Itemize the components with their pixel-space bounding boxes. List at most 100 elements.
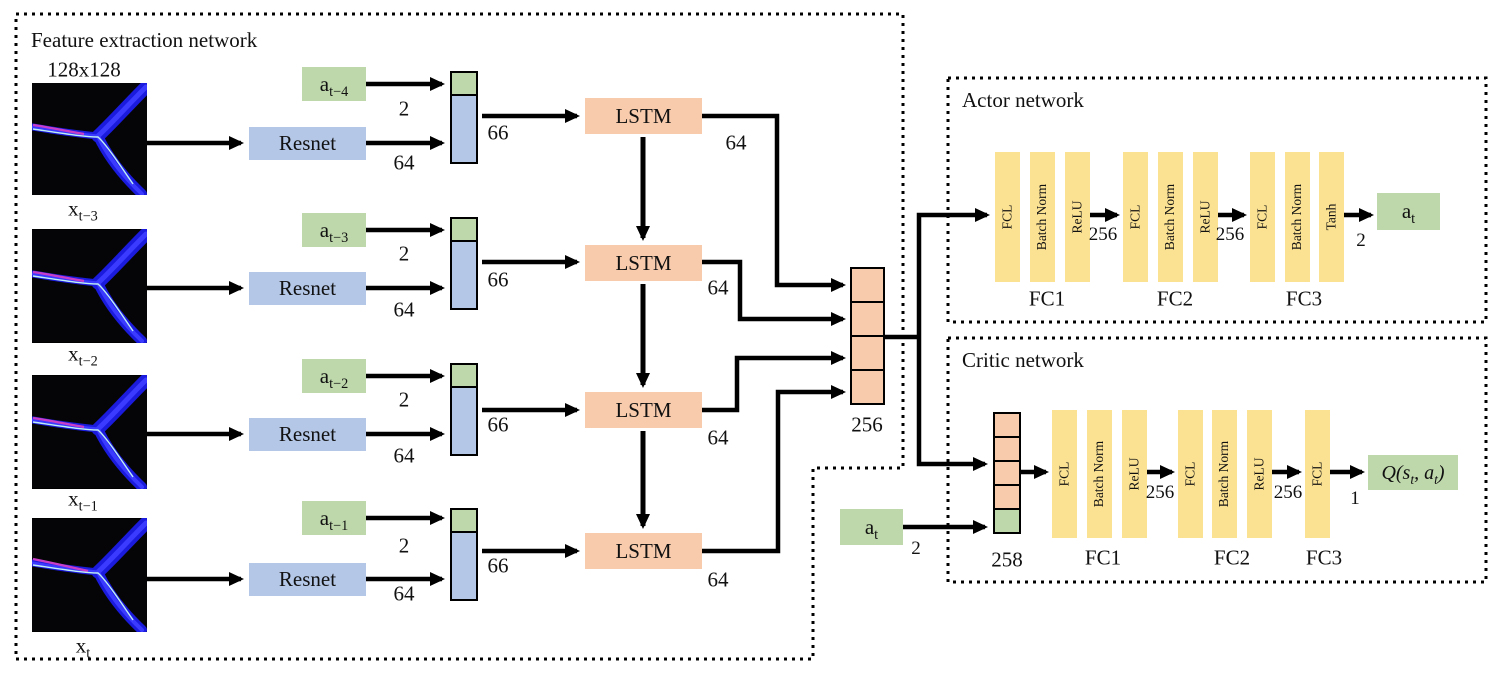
concat-dim-4: 66 bbox=[487, 553, 509, 578]
lstm-box-4: LSTM bbox=[585, 533, 702, 569]
concat-stack-4 bbox=[450, 508, 478, 601]
lstm-box-1: LSTM bbox=[585, 98, 702, 134]
actor-fc2-batchnorm-bar: Batch Norm bbox=[1158, 152, 1183, 282]
critic-fc2-label: FC2 bbox=[1213, 545, 1251, 570]
input-image-4 bbox=[32, 518, 147, 632]
resnet-box-3: Resnet bbox=[249, 418, 366, 451]
action-box-2: at−3 bbox=[302, 213, 366, 247]
state-cell-3 bbox=[850, 335, 885, 371]
critic-dim-2: 256 bbox=[1273, 482, 1303, 503]
input-image-3 bbox=[32, 375, 147, 489]
image-label-3: xt−1 bbox=[68, 486, 98, 515]
critic-fc2-fcl-bar: FCL bbox=[1178, 410, 1203, 538]
lstm-box-2: LSTM bbox=[585, 245, 702, 281]
critic-state-cell-3 bbox=[993, 460, 1021, 486]
arrow-state-actor bbox=[916, 208, 990, 337]
resnet-dim-3: 64 bbox=[393, 443, 415, 468]
action-dim-3: 2 bbox=[398, 387, 410, 412]
critic-state-cell-1 bbox=[993, 412, 1021, 438]
critic-stack-dim: 258 bbox=[991, 547, 1023, 572]
input-image-2 bbox=[32, 229, 147, 343]
feature-network-title: Feature extraction network bbox=[31, 28, 258, 52]
actor-fc1-batchnorm-bar: Batch Norm bbox=[1030, 152, 1055, 282]
actor-fc3-tanh-bar: Tanh bbox=[1319, 152, 1344, 282]
action-box-1: at−4 bbox=[302, 67, 366, 101]
critic-fc1-label: FC1 bbox=[1084, 545, 1122, 570]
actor-fc2-label: FC2 bbox=[1156, 286, 1194, 311]
action-dim-4: 2 bbox=[398, 533, 410, 558]
resnet-box-2: Resnet bbox=[249, 272, 366, 305]
critic-output-dim: 1 bbox=[1350, 488, 1360, 509]
critic-output-box: Q(st, at) bbox=[1368, 455, 1458, 490]
concat-stack-1 bbox=[450, 71, 478, 164]
critic-action-dim: 2 bbox=[911, 538, 921, 559]
lstm-dim-1: 64 bbox=[725, 130, 747, 155]
resnet-dim-2: 64 bbox=[393, 297, 415, 322]
critic-fc3-fcl-bar: FCL bbox=[1305, 410, 1330, 538]
critic-network-border bbox=[946, 336, 1488, 584]
feature-network-border bbox=[14, 12, 905, 661]
state-cell-1 bbox=[850, 267, 885, 303]
arrows bbox=[147, 77, 1374, 586]
concat4-feature-cell bbox=[450, 531, 478, 601]
resnet-dim-4: 64 bbox=[393, 581, 415, 606]
concat1-action-cell bbox=[450, 71, 478, 96]
actor-fc1-label: FC1 bbox=[1028, 286, 1066, 311]
concat1-feature-cell bbox=[450, 94, 478, 164]
actor-dim-1: 256 bbox=[1088, 224, 1118, 245]
critic-fc1-batchnorm-bar: Batch Norm bbox=[1087, 410, 1112, 538]
input-image-1 bbox=[32, 83, 147, 195]
lstm-dim-4: 64 bbox=[707, 567, 729, 592]
action-dim-2: 2 bbox=[398, 241, 410, 266]
critic-input-stack bbox=[993, 412, 1021, 534]
critic-state-cell-2 bbox=[993, 436, 1021, 462]
actor-network-title: Actor network bbox=[962, 88, 1084, 112]
lstm-box-3: LSTM bbox=[585, 392, 702, 428]
image-label-2: xt−2 bbox=[68, 341, 98, 370]
resnet-box-4: Resnet bbox=[249, 563, 366, 596]
actor-network-border bbox=[946, 76, 1488, 324]
actor-output-dim: 2 bbox=[1356, 230, 1366, 251]
action-dim-1: 2 bbox=[398, 96, 410, 121]
action-box-3: at−2 bbox=[302, 359, 366, 393]
arrow-lstm2-stack bbox=[702, 259, 846, 326]
critic-fc3-label: FC3 bbox=[1305, 545, 1343, 570]
actor-dim-2: 256 bbox=[1215, 224, 1245, 245]
actor-fc3-fcl-bar: FCL bbox=[1250, 152, 1275, 282]
concat3-feature-cell bbox=[450, 386, 478, 456]
critic-state-cell-4 bbox=[993, 484, 1021, 510]
critic-action-cell bbox=[993, 508, 1021, 534]
actor-fc1-fcl-bar: FCL bbox=[995, 152, 1020, 282]
critic-fc1-fcl-bar: FCL bbox=[1052, 410, 1077, 538]
actor-fc3-batchnorm-bar: Batch Norm bbox=[1285, 152, 1310, 282]
image-label-4: xt bbox=[75, 633, 91, 662]
image-size-label: 128x128 bbox=[47, 57, 121, 82]
actor-fc3-label: FC3 bbox=[1285, 286, 1323, 311]
image-label-1: xt−3 bbox=[68, 196, 98, 225]
actor-fc1-relu-bar: ReLU bbox=[1065, 152, 1090, 282]
concat-dim-3: 66 bbox=[487, 412, 509, 437]
state-cell-2 bbox=[850, 301, 885, 337]
concat4-action-cell bbox=[450, 508, 478, 533]
state-dim-label: 256 bbox=[851, 412, 883, 437]
concat-dim-2: 66 bbox=[487, 267, 509, 292]
lstm-dim-3: 64 bbox=[707, 425, 729, 450]
critic-network-title: Critic network bbox=[962, 348, 1084, 372]
concat-stack-3 bbox=[450, 363, 478, 456]
state-stack bbox=[850, 267, 885, 405]
concat2-action-cell bbox=[450, 217, 478, 242]
critic-fc1-relu-bar: ReLU bbox=[1122, 410, 1147, 538]
concat-dim-1: 66 bbox=[487, 120, 509, 145]
concat-stack-2 bbox=[450, 217, 478, 310]
resnet-dim-1: 64 bbox=[393, 150, 415, 175]
concat3-action-cell bbox=[450, 363, 478, 388]
arrow-state-critic bbox=[916, 337, 988, 471]
critic-action-box: at bbox=[840, 509, 903, 545]
actor-fc2-relu-bar: ReLU bbox=[1193, 152, 1218, 282]
state-cell-4 bbox=[850, 369, 885, 405]
arrow-lstm3-stack bbox=[702, 351, 846, 413]
resnet-box-1: Resnet bbox=[249, 127, 366, 160]
arrow-lstm1-stack bbox=[702, 113, 846, 292]
